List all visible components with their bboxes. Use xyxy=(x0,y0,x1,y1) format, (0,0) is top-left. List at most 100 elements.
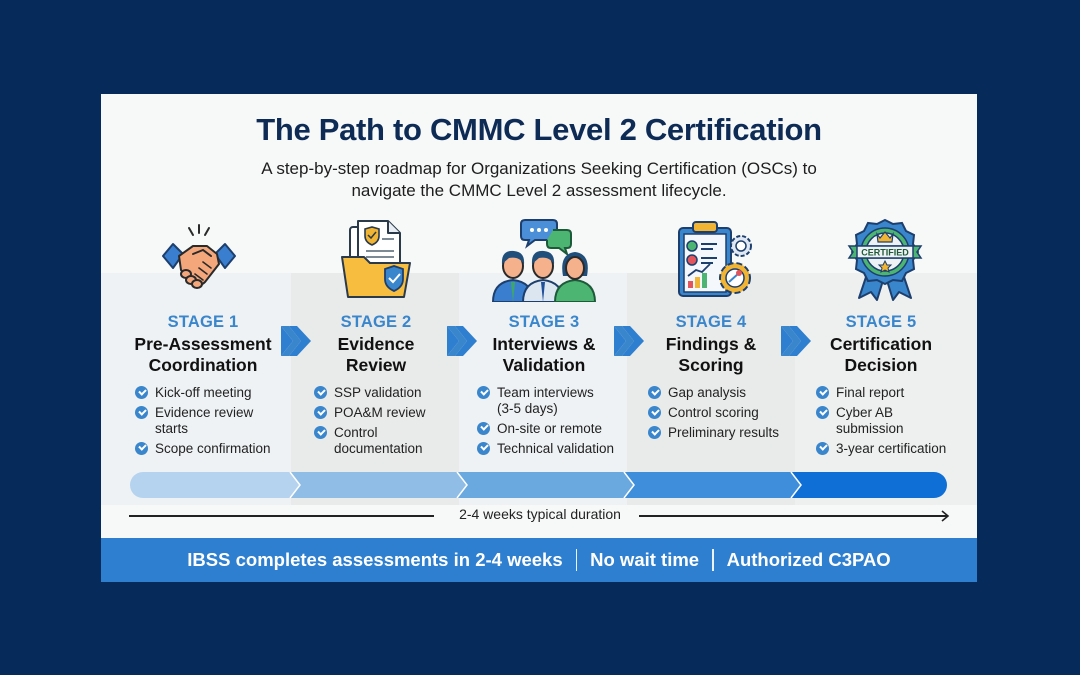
check-circle-icon xyxy=(135,441,148,455)
stage-name: Findings & Scoring xyxy=(641,334,781,376)
check-circle-icon xyxy=(477,421,490,435)
checklist-item-label: Gap analysis xyxy=(668,385,747,400)
checklist-item-label: Scope confirmation xyxy=(155,440,271,456)
banner-text-duration: IBSS completes assessments in 2-4 weeks xyxy=(187,549,563,570)
checklist-item: POA&M review xyxy=(314,405,444,421)
stage-name-line-1: Pre-Assessment xyxy=(134,334,272,354)
stage-name-line-2: Decision xyxy=(844,355,918,375)
timeline-progress-bar xyxy=(130,472,947,498)
stage-number: STAGE 3 xyxy=(508,313,580,331)
checklist-item: On-site or remote xyxy=(477,421,627,437)
stage-number: STAGE 2 xyxy=(340,313,412,331)
checklist-item: Scope confirmation xyxy=(135,441,290,457)
stage-name-line-1: Certification xyxy=(829,334,933,354)
check-circle-icon xyxy=(477,441,490,455)
checklist-item-label: SSP validation xyxy=(334,385,422,400)
checklist-item: Final report xyxy=(816,385,976,401)
banner-text-no-wait: No wait time xyxy=(590,549,700,570)
stage-name: Evidence Review xyxy=(311,334,441,376)
stage-5-heading: STAGE 5 Certification Decision xyxy=(811,313,951,376)
stage-name-line-1: Interviews & xyxy=(492,334,596,354)
infographic-card: The Path to CMMC Level 2 Certification A… xyxy=(101,94,977,582)
page-subtitle: A step-by-step roadmap for Organizations… xyxy=(101,158,977,202)
stage-1-heading: STAGE 1 Pre-Assessment Coordination xyxy=(123,313,283,376)
subtitle-line-1: A step-by-step roadmap for Organizations… xyxy=(261,159,817,178)
stage-5-checklist: Final report Cyber AB submission 3-year … xyxy=(816,385,976,461)
check-circle-icon xyxy=(135,406,148,419)
checklist-item-label: Control scoring xyxy=(668,405,759,420)
banner-text-authorized: Authorized C3PAO xyxy=(726,549,891,570)
banner-divider xyxy=(712,549,714,571)
check-circle-icon xyxy=(477,386,490,399)
double-chevron-right-icon xyxy=(781,326,811,356)
double-chevron-right-icon xyxy=(447,326,477,356)
checklist-item: Gap analysis xyxy=(648,385,798,401)
check-circle-icon xyxy=(648,406,661,419)
duration-label: 2-4 weeks typical duration xyxy=(459,506,621,522)
stage-name-line-2: Scoring xyxy=(678,355,744,375)
checklist-item: Preliminary results xyxy=(648,425,798,441)
check-circle-icon xyxy=(314,426,327,439)
stage-name: Interviews & Validation xyxy=(469,334,619,376)
duration-line-left xyxy=(129,515,434,517)
bottom-banner: IBSS completes assessments in 2-4 weeks … xyxy=(101,538,977,582)
stage-2-heading: STAGE 2 Evidence Review xyxy=(311,313,441,376)
document-folder-shield-icon xyxy=(341,220,411,298)
check-circle-icon xyxy=(816,441,829,455)
stage-name-line-1: Findings & xyxy=(665,334,757,354)
check-circle-icon xyxy=(314,406,327,419)
check-circle-icon xyxy=(648,426,661,439)
stage-3-checklist: Team interviews (3-5 days) On-site or re… xyxy=(477,385,627,461)
checklist-item-label: Evidence review starts xyxy=(155,405,254,436)
checklist-item: 3-year certification xyxy=(816,441,976,457)
stage-number: STAGE 4 xyxy=(675,313,747,331)
checklist-item-label: Technical validation xyxy=(497,440,615,456)
stage-name-line-2: Validation xyxy=(502,355,586,375)
checklist-item: Kick-off meeting xyxy=(135,385,290,401)
stage-1-checklist: Kick-off meeting Evidence review starts … xyxy=(135,385,290,461)
checklist-item-label: Cyber AB submission xyxy=(836,405,904,436)
stage-1-column xyxy=(101,273,291,505)
checklist-item-label: 3-year certification xyxy=(836,440,947,456)
double-chevron-right-icon xyxy=(614,326,644,356)
banner-divider xyxy=(575,549,578,571)
stage-2-checklist: SSP validation POA&M review Control docu… xyxy=(314,385,444,461)
checklist-item: Control documentation xyxy=(314,425,434,456)
checklist-item: SSP validation xyxy=(314,385,444,401)
stage-number: STAGE 1 xyxy=(167,313,239,331)
checklist-item: Cyber AB submission xyxy=(816,405,931,436)
check-circle-icon xyxy=(314,386,327,399)
arrow-right-icon xyxy=(941,510,950,522)
svg-text:CERTIFIED: CERTIFIED xyxy=(861,248,909,258)
stage-name-line-1: Evidence xyxy=(337,334,415,354)
stage-name-line-2: Coordination xyxy=(148,355,258,375)
duration-indicator: 2-4 weeks typical duration xyxy=(129,506,951,526)
stage-name: Pre-Assessment Coordination xyxy=(123,334,283,376)
checklist-item-label: POA&M review xyxy=(334,405,426,420)
subtitle-line-2: navigate the CMMC Level 2 assessment lif… xyxy=(351,181,727,200)
stage-name-line-2: Review xyxy=(345,355,407,375)
stage-4-heading: STAGE 4 Findings & Scoring xyxy=(641,313,781,376)
check-circle-icon xyxy=(816,406,829,419)
checklist-item-label: Kick-off meeting xyxy=(155,385,252,400)
check-circle-icon xyxy=(135,386,148,399)
double-chevron-right-icon xyxy=(281,326,311,356)
stage-3-heading: STAGE 3 Interviews & Validation xyxy=(469,313,619,376)
checklist-item: Control scoring xyxy=(648,405,798,421)
duration-line-right xyxy=(639,515,947,517)
checklist-item-label: Preliminary results xyxy=(668,425,780,440)
checklist-item-label: Final report xyxy=(836,385,905,400)
page-title: The Path to CMMC Level 2 Certification xyxy=(256,112,822,147)
clipboard-gears-icon xyxy=(678,221,752,297)
handshake-icon xyxy=(162,224,236,289)
stage-number: STAGE 5 xyxy=(845,313,917,331)
check-circle-icon xyxy=(648,386,661,399)
stage-4-checklist: Gap analysis Control scoring Preliminary… xyxy=(648,385,798,445)
checklist-item: Technical validation xyxy=(477,441,627,457)
stage-name: Certification Decision xyxy=(811,334,951,376)
checklist-item-label: On-site or remote xyxy=(497,420,603,436)
checklist-item: Team interviews (3-5 days) xyxy=(477,385,609,416)
checklist-item-label: Team interviews (3-5 days) xyxy=(497,385,594,416)
checklist-item: Evidence review starts xyxy=(135,405,265,436)
certified-badge-icon: CERTIFIED xyxy=(847,218,923,301)
